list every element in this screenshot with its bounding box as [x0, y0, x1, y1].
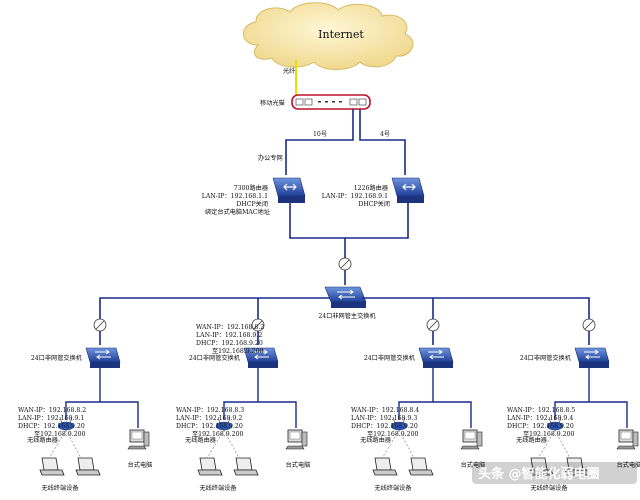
link-indicator — [93, 318, 107, 332]
router-1226 — [391, 177, 425, 203]
branch-2-top-info: WAN-IP：192.168.8.2 LAN-IP：192.168.9.2 DH… — [196, 324, 266, 355]
core-switch-label: 24口非网管主交换机 — [318, 312, 376, 320]
desktop-pc-icon — [127, 429, 150, 450]
uplink-lines — [285, 109, 406, 175]
access-switch — [243, 347, 279, 368]
link-indicator-core — [338, 257, 352, 271]
desktop-pc-icon — [285, 429, 308, 450]
laptop-icon — [233, 457, 259, 476]
laptop-label: 无线终端设备 — [199, 484, 237, 492]
laptop-icon — [408, 457, 434, 476]
link-indicator — [582, 318, 596, 332]
optical-modem: 移动光猫 — [260, 94, 371, 110]
laptop-label: 无线终端设备 — [374, 484, 412, 492]
access-switch — [418, 347, 454, 368]
link-indicator — [426, 318, 440, 332]
laptop-icon — [75, 457, 101, 476]
desktop-pc-label: 台式电脑 — [286, 461, 311, 469]
access-switch-label: 24口非网管交换机 — [31, 354, 83, 362]
laptop-icon — [372, 457, 398, 476]
access-switch — [574, 347, 610, 368]
laptop-icon — [197, 457, 223, 476]
desktop-pc-label: 台式电脑 — [461, 461, 486, 469]
watermark-text: 头条 @智能化弱电圈 — [478, 466, 600, 482]
router-7300 — [272, 177, 306, 203]
router-core-lines — [289, 203, 409, 285]
laptop-icon — [528, 457, 554, 476]
wireless-router-label: 无线路由器 — [516, 436, 548, 444]
access-switch-label: 24口非网管交换机 — [364, 354, 416, 362]
laptop-label: 无线终端设备 — [530, 484, 568, 492]
link-indicator — [251, 318, 265, 332]
modem-label: 移动光猫 — [260, 99, 285, 107]
desktop-pc-label: 台式电脑 — [128, 461, 153, 469]
router-1226-info: 1226路由器 LAN-IP：192.168.9.1 DHCP关闭 — [322, 184, 390, 208]
laptop-icon — [39, 457, 65, 476]
access-switch-label: 24口非网管交换机 — [520, 354, 572, 362]
access-switch — [85, 347, 121, 368]
desktop-pc-icon — [616, 429, 639, 450]
wireless-router-label: 无线路由器 — [185, 436, 217, 444]
desktop-pc-icon — [460, 429, 483, 450]
wireless-router-label: 无线路由器 — [27, 436, 59, 444]
core-switch — [324, 286, 367, 308]
fiber-label: 光纤 — [283, 67, 295, 75]
office-net-label: 办公专网 — [258, 154, 283, 162]
router-7300-info: 7300路由器 LAN-IP：192.168.1.1 DHCP关闭 绑定台式电脑… — [202, 184, 270, 216]
laptop-icon — [564, 457, 590, 476]
cloud-label: Internet — [318, 28, 364, 41]
wireless-router — [215, 416, 233, 431]
port-label-right: 4号 — [380, 131, 390, 138]
access-switch-label: 24口非网管交换机 — [189, 354, 241, 362]
port-label-left: 10号 — [313, 131, 327, 138]
laptop-label: 无线终端设备 — [41, 484, 79, 492]
wireless-router-label: 无线路由器 — [360, 436, 392, 444]
internet-cloud: Internet — [243, 2, 414, 70]
desktop-pc-label: 台式电脑 — [617, 461, 640, 469]
watermark: 头条 @智能化弱电圈 — [472, 462, 637, 484]
